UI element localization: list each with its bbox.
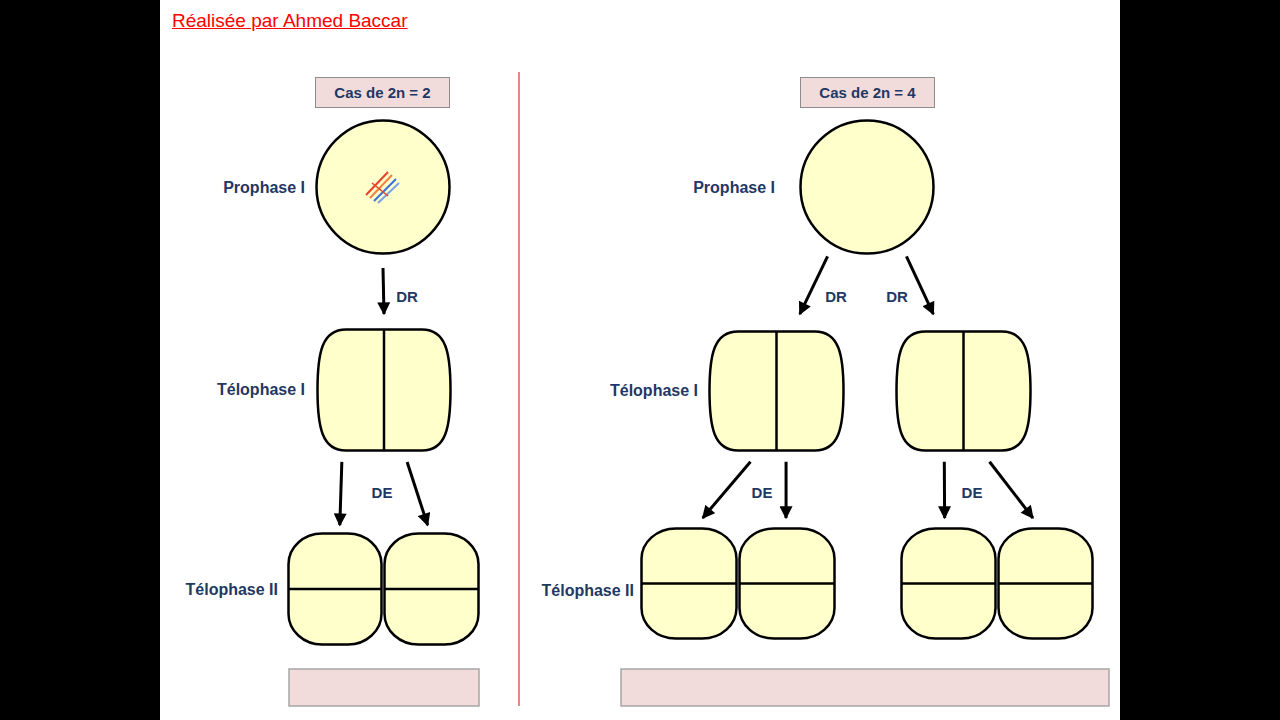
division-label: DE	[962, 484, 983, 501]
dividing-cell: Télophase II	[640, 527, 738, 640]
case-header: Cas de 2n = 2	[315, 77, 450, 108]
dividing-cell: Télophase II	[287, 532, 383, 646]
column-divider	[518, 72, 520, 706]
phase-label: Télophase II	[542, 582, 634, 600]
division-label: DR	[396, 288, 418, 305]
dividing-cell	[738, 527, 836, 640]
cell-outline	[316, 328, 452, 452]
dividing-cell	[895, 330, 1032, 452]
mother-cell: Prophase I	[799, 119, 935, 255]
division-plane	[962, 332, 965, 451]
phase-label: Prophase I	[693, 179, 775, 197]
division-label: DR	[825, 288, 847, 305]
cell-outline	[708, 330, 845, 452]
division-arrow	[800, 256, 828, 314]
cell-outline	[640, 527, 738, 640]
dividing-cell: Télophase I	[708, 330, 845, 452]
division-plane	[642, 582, 737, 585]
division-arrow	[943, 462, 946, 518]
cell-outline	[997, 527, 1094, 640]
cell-outline	[895, 330, 1032, 452]
division-arrow	[407, 462, 428, 525]
division-plane	[902, 582, 996, 585]
division-arrow	[703, 462, 751, 518]
division-arrow	[340, 462, 342, 525]
cell-membrane	[902, 529, 996, 639]
division-arrow	[990, 462, 1033, 518]
cell-outline	[287, 532, 383, 646]
case-title: Cas de 2n = 4	[819, 84, 915, 101]
division-plane	[289, 588, 382, 591]
mother-cell: Prophase I	[315, 119, 451, 255]
division-label: DE	[372, 484, 393, 501]
division-plane	[383, 330, 386, 451]
white-panel	[160, 0, 1120, 720]
dividing-cell: Télophase I	[316, 328, 452, 452]
cell-outline	[738, 527, 836, 640]
cell-membrane	[385, 534, 479, 645]
case-header: Cas de 2n = 4	[800, 77, 935, 108]
cell-outline	[900, 527, 997, 640]
division-arrow	[383, 268, 384, 314]
cell-outline	[383, 532, 480, 646]
cell-membrane	[318, 330, 451, 451]
phase-label: Prophase I	[223, 179, 305, 197]
dividing-cell	[383, 532, 480, 646]
cell-membrane	[999, 529, 1093, 639]
phase-label: Télophase I	[610, 382, 698, 400]
cell-membrane	[740, 529, 835, 639]
division-arrow	[785, 462, 788, 518]
dividing-cell	[997, 527, 1094, 640]
cell-membrane	[289, 534, 382, 645]
cell-membrane	[642, 529, 737, 639]
division-plane	[999, 582, 1093, 585]
division-label: DE	[752, 484, 773, 501]
answer-box	[621, 669, 1109, 706]
division-plane	[775, 332, 778, 451]
case-title: Cas de 2n = 2	[334, 84, 430, 101]
phase-label: Télophase I	[217, 381, 305, 399]
cell-membrane	[801, 121, 934, 254]
cell-outline	[315, 119, 451, 255]
division-plane	[385, 588, 479, 591]
cell-membrane	[317, 121, 450, 254]
phase-label: Télophase II	[186, 581, 278, 599]
division-plane	[740, 582, 835, 585]
answer-box	[289, 669, 479, 706]
cell-membrane	[897, 332, 1031, 451]
cell-outline	[799, 119, 935, 255]
author-credit: Réalisée par Ahmed Baccar	[172, 10, 408, 32]
cell-membrane	[710, 332, 844, 451]
division-arrow	[906, 256, 933, 314]
division-label: DR	[886, 288, 908, 305]
dividing-cell	[900, 527, 997, 640]
